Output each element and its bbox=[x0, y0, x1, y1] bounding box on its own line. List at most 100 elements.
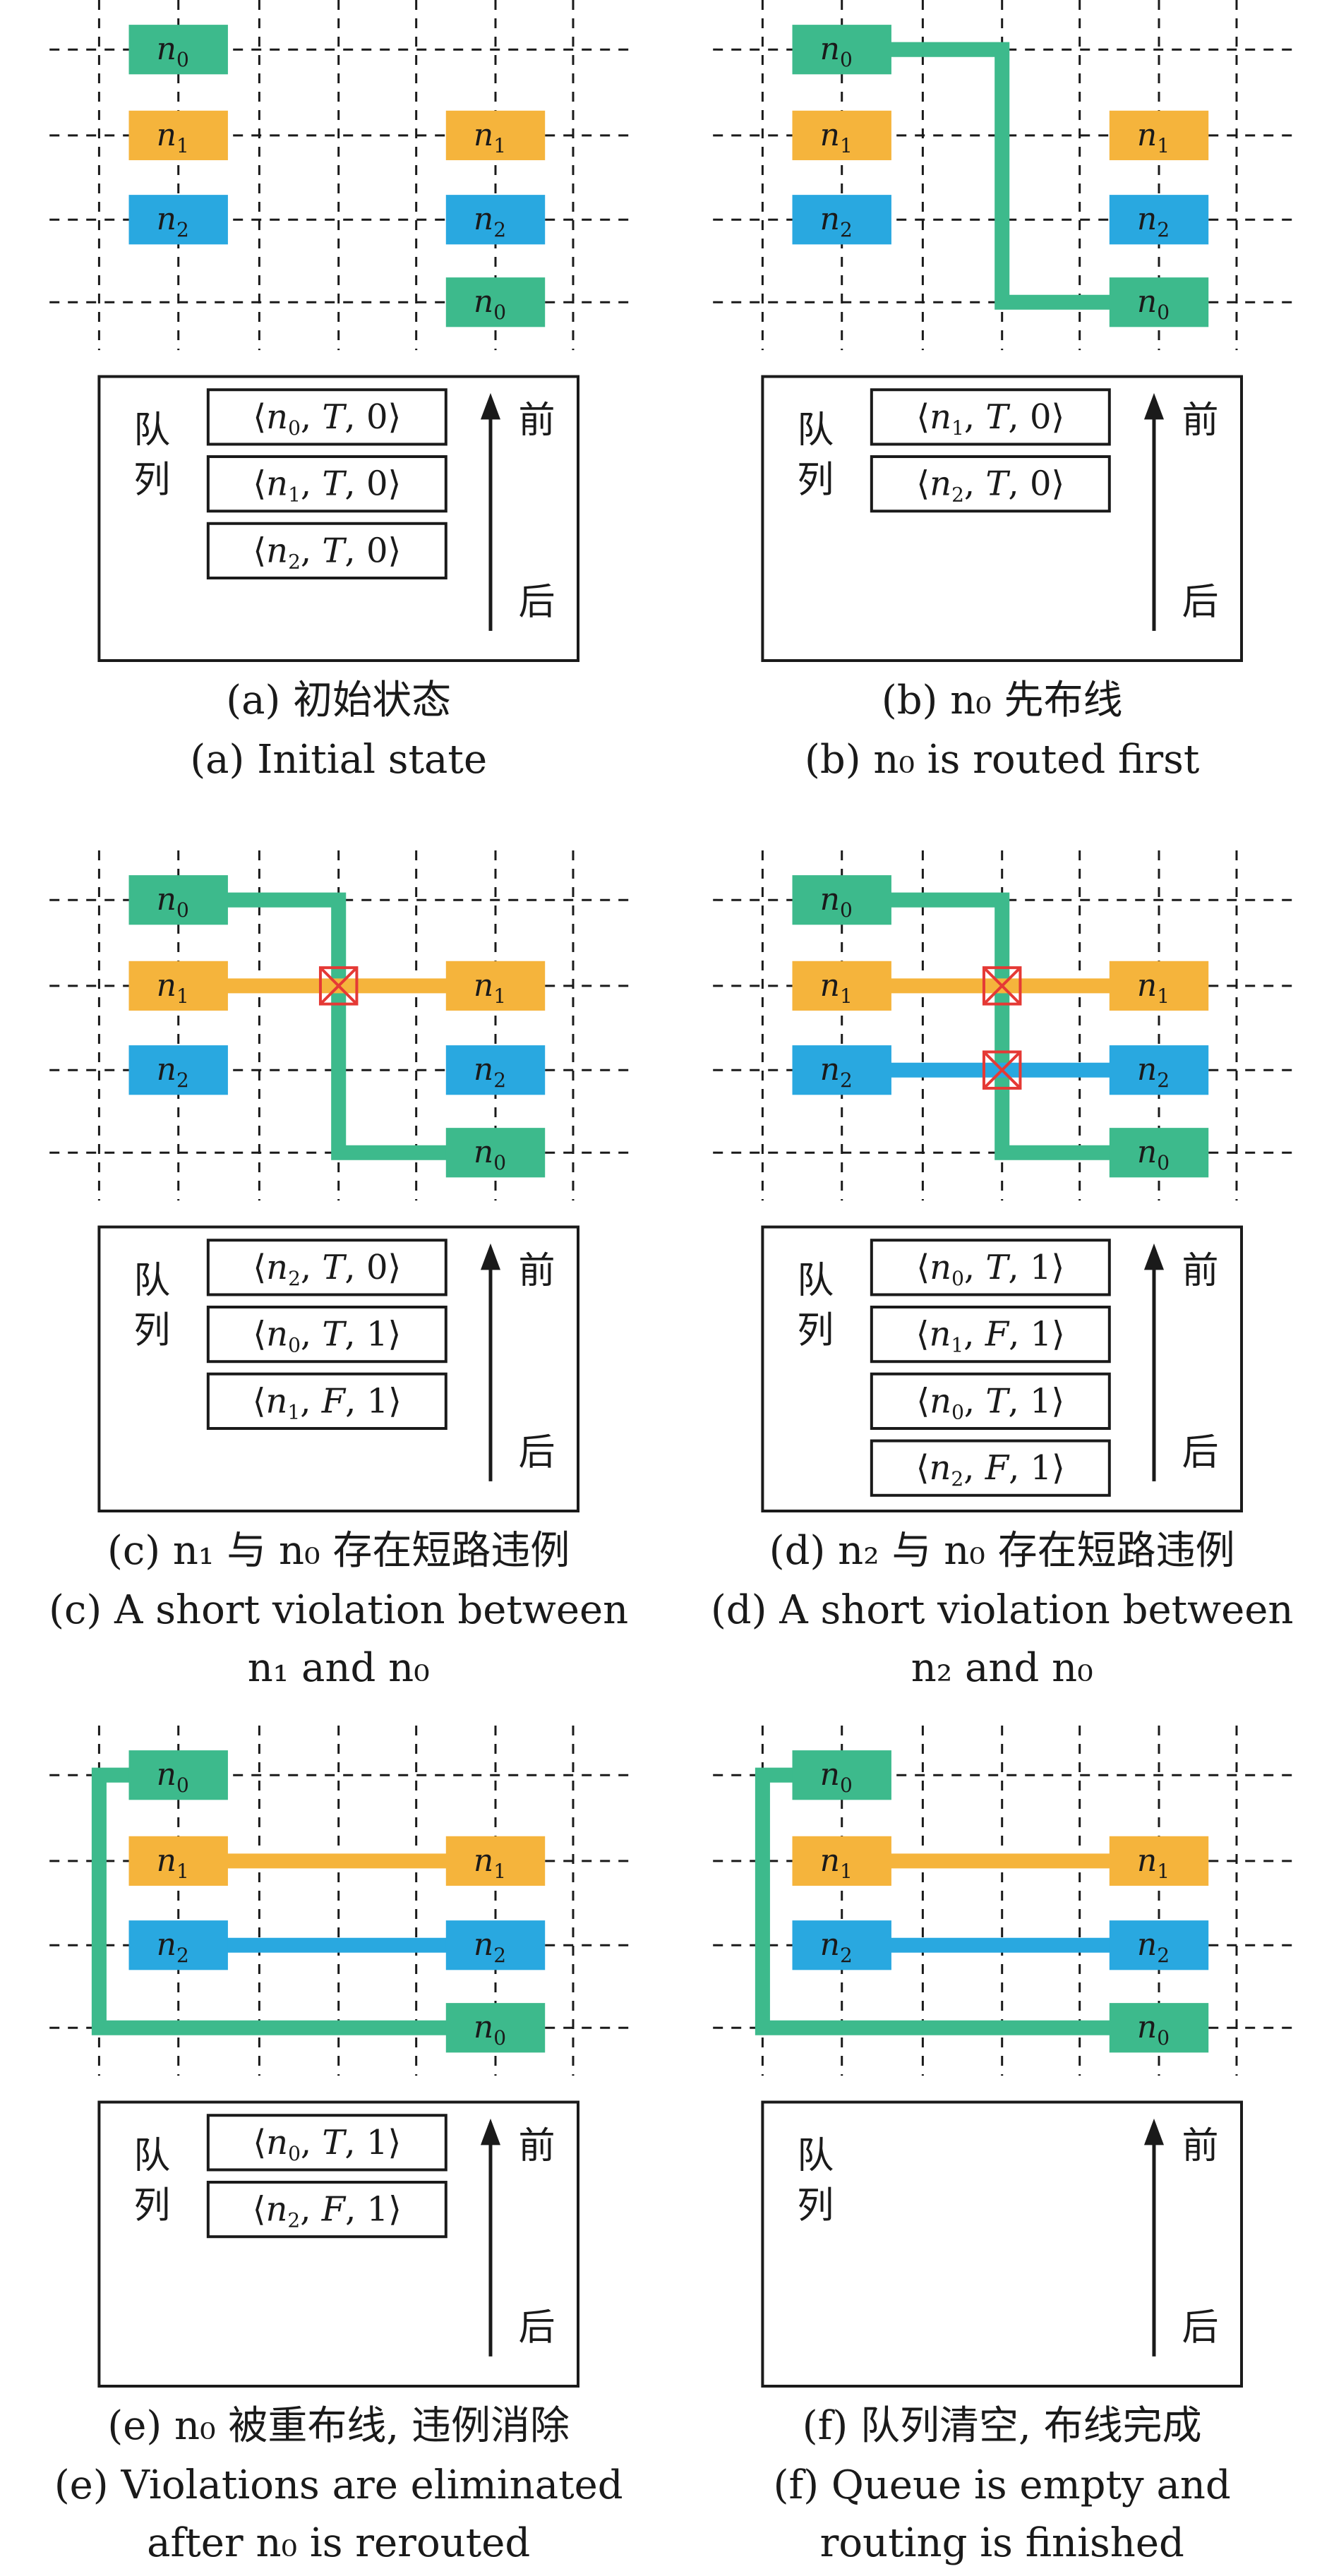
pin-n2 bbox=[792, 195, 891, 245]
pin-label: n1 bbox=[157, 117, 189, 157]
queue-entry-text: ⟨n2, T, 0⟩ bbox=[253, 531, 401, 573]
caption-chinese: (a) 初始状态 bbox=[226, 678, 451, 723]
queue-back-label: 后 bbox=[518, 581, 555, 623]
queue-label: 队 bbox=[797, 1260, 834, 1302]
violation-marker-icon bbox=[318, 966, 359, 1006]
pin-label: n2 bbox=[157, 201, 189, 241]
wire-n0 bbox=[91, 1767, 495, 2035]
queue-entry bbox=[206, 1239, 447, 1296]
pin-n0 bbox=[1109, 1128, 1209, 1178]
pin-label: n1 bbox=[474, 117, 506, 157]
queue-entry-text: ⟨n0, T, 1⟩ bbox=[253, 2123, 401, 2165]
pin-n2 bbox=[445, 1920, 546, 1970]
pin-label: n2 bbox=[820, 1052, 853, 1092]
wire-n0 bbox=[841, 42, 1159, 310]
caption-english: (a) Initial state bbox=[190, 737, 487, 783]
queue-back-label: 后 bbox=[1182, 581, 1218, 623]
pin-label: n1 bbox=[157, 1843, 189, 1883]
pin-n0 bbox=[445, 277, 546, 327]
pin-n2 bbox=[1109, 1045, 1209, 1095]
queue-entry bbox=[206, 2114, 447, 2172]
queue-back-label: 后 bbox=[1182, 1431, 1218, 1474]
queue-entry-text: ⟨n1, F, 1⟩ bbox=[916, 1315, 1065, 1357]
queue-entry-text: ⟨n2, T, 0⟩ bbox=[916, 464, 1064, 507]
pin-label: n1 bbox=[157, 968, 189, 1008]
caption-english: (c) A short violation between bbox=[49, 1587, 628, 1633]
caption-english: (f) Queue is empty and bbox=[774, 2462, 1231, 2508]
queue-entry-text: ⟨n1, T, 0⟩ bbox=[253, 464, 401, 507]
caption-english: routing is finished bbox=[820, 2520, 1184, 2566]
pin-n1 bbox=[792, 961, 891, 1011]
pin-label: n2 bbox=[157, 1927, 189, 1967]
queue-entry-text: ⟨n1, F, 1⟩ bbox=[253, 1381, 402, 1424]
pin-n1 bbox=[792, 1836, 891, 1886]
pin-n0 bbox=[445, 2003, 546, 2053]
queue-label: 队 bbox=[133, 409, 170, 452]
pin-label: n0 bbox=[820, 31, 853, 71]
pin-n1 bbox=[792, 110, 891, 160]
pin-n0 bbox=[128, 25, 228, 75]
caption-chinese: (b) n₀ 先布线 bbox=[882, 678, 1123, 723]
arrow-head-icon bbox=[480, 392, 501, 420]
queue-label: 列 bbox=[133, 1309, 170, 1352]
pin-n2 bbox=[128, 1045, 228, 1095]
pin-n1 bbox=[128, 110, 228, 160]
queue-back-label: 后 bbox=[518, 1431, 555, 1474]
queue-entry-text: ⟨n0, T, 1⟩ bbox=[916, 1248, 1064, 1290]
pin-n1 bbox=[445, 110, 546, 160]
queue-box bbox=[761, 375, 1243, 663]
pin-n0 bbox=[1109, 277, 1209, 327]
pin-label: n1 bbox=[820, 968, 853, 1008]
pin-label: n0 bbox=[157, 1757, 189, 1797]
pin-label: n1 bbox=[1137, 968, 1170, 1008]
queue-label: 列 bbox=[797, 459, 834, 501]
pin-n0 bbox=[792, 25, 891, 75]
arrow-head-icon bbox=[480, 1243, 501, 1270]
pin-label: n1 bbox=[820, 1843, 853, 1883]
queue-label: 队 bbox=[133, 1260, 170, 1302]
pin-label: n0 bbox=[820, 881, 853, 922]
queue-entry bbox=[206, 522, 447, 580]
queue-front-label: 前 bbox=[1182, 1250, 1218, 1292]
caption-chinese: (f) 队列清空, 布线完成 bbox=[803, 2403, 1202, 2449]
pin-n1 bbox=[128, 961, 228, 1011]
queue-front-label: 前 bbox=[518, 1250, 555, 1292]
pin-n1 bbox=[128, 1836, 228, 1886]
caption-english: (b) n₀ is routed first bbox=[805, 737, 1200, 783]
queue-label: 队 bbox=[797, 409, 834, 452]
queue-front-label: 前 bbox=[518, 399, 555, 442]
pin-n2 bbox=[445, 1045, 546, 1095]
pin-n0 bbox=[792, 875, 891, 925]
queue-entry bbox=[870, 1372, 1111, 1431]
pin-n1 bbox=[445, 961, 546, 1011]
pin-label: n2 bbox=[1137, 1927, 1170, 1967]
pin-label: n1 bbox=[1137, 1843, 1170, 1883]
queue-label: 列 bbox=[797, 1309, 834, 1352]
arrow-head-icon bbox=[1143, 1243, 1165, 1270]
wire-n0 bbox=[755, 1767, 1159, 2035]
violation-cross-icon bbox=[983, 966, 1021, 1006]
queue-entry-text: ⟨n2, T, 0⟩ bbox=[253, 1248, 401, 1290]
pin-label: n2 bbox=[820, 201, 853, 241]
queue-entry bbox=[206, 455, 447, 513]
queue-box bbox=[761, 1225, 1243, 1513]
queue-front-label: 前 bbox=[1182, 2125, 1218, 2167]
pin-label: n2 bbox=[1137, 201, 1170, 241]
pin-n2 bbox=[1109, 195, 1209, 245]
violation-cross-icon bbox=[983, 1051, 1021, 1090]
pin-label: n2 bbox=[474, 1927, 506, 1967]
pin-label: n0 bbox=[157, 31, 189, 71]
pin-label: n0 bbox=[474, 1134, 506, 1174]
pin-label: n2 bbox=[474, 1052, 506, 1092]
queue-entry bbox=[870, 1306, 1111, 1364]
pin-n2 bbox=[128, 1920, 228, 1970]
queue-entry bbox=[870, 1439, 1111, 1497]
pin-label: n0 bbox=[1137, 2009, 1170, 2050]
arrow-head-icon bbox=[1143, 392, 1165, 420]
queue-entry bbox=[206, 1306, 447, 1364]
queue-back-label: 后 bbox=[518, 2306, 555, 2349]
